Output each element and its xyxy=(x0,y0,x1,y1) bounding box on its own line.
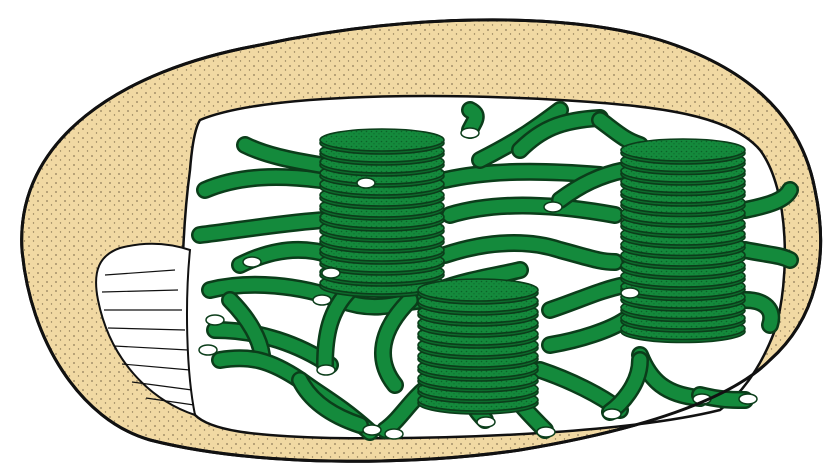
tubule-cut-end xyxy=(385,429,403,439)
tubule-cut-end xyxy=(322,268,340,278)
tubule-cut-end xyxy=(199,345,217,355)
tubule-cut-end xyxy=(621,288,639,298)
lamella-tubule xyxy=(450,206,615,215)
thylakoid-disc xyxy=(418,279,538,304)
tubule-cut-end xyxy=(477,417,495,427)
lamella-tubule xyxy=(745,250,790,260)
thylakoid-disc xyxy=(320,129,444,154)
tubule-cut-end xyxy=(739,394,757,404)
tubule-cut-end xyxy=(317,365,335,375)
thylakoid-disc xyxy=(621,139,745,164)
tubule-cut-end xyxy=(206,315,224,325)
granum-stack xyxy=(621,139,745,343)
tubule-cut-end xyxy=(461,128,479,138)
granum-stack xyxy=(418,279,538,414)
tubule-cut-end xyxy=(363,425,381,435)
tubule-cut-end xyxy=(603,409,621,419)
tubule-cut-end xyxy=(313,295,331,305)
tubule-cut-end xyxy=(537,427,555,437)
lamella-tubule xyxy=(470,110,476,130)
tubule-cut-end xyxy=(357,178,375,188)
tubule-cut-end xyxy=(544,202,562,212)
tubule-cut-end xyxy=(243,257,261,267)
